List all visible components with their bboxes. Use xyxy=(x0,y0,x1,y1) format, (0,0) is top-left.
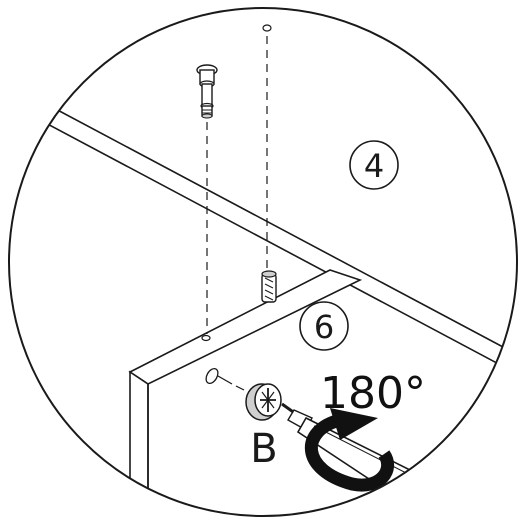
panel-4-edge-lower xyxy=(39,119,517,379)
panel-4-edge-upper xyxy=(49,105,517,365)
callout-4-circle xyxy=(349,140,399,190)
callout-6-label: 6 xyxy=(314,308,334,346)
callout-6-circle xyxy=(299,301,349,351)
panel-4-hole xyxy=(262,24,272,32)
panel-6-front-face xyxy=(129,370,149,516)
panel-4-corner xyxy=(39,105,51,121)
cam-lock xyxy=(245,383,282,421)
part-label-b: B xyxy=(250,426,277,472)
dowel-hole xyxy=(201,334,211,342)
rotation-arrow xyxy=(305,408,395,492)
detail-circle xyxy=(8,7,518,517)
callout-4-label: 4 xyxy=(364,147,384,185)
connecting-bolt xyxy=(196,64,218,119)
rotation-angle-label: 180° xyxy=(320,368,426,419)
cam-dowel xyxy=(261,270,277,303)
cam-hole xyxy=(205,367,245,391)
